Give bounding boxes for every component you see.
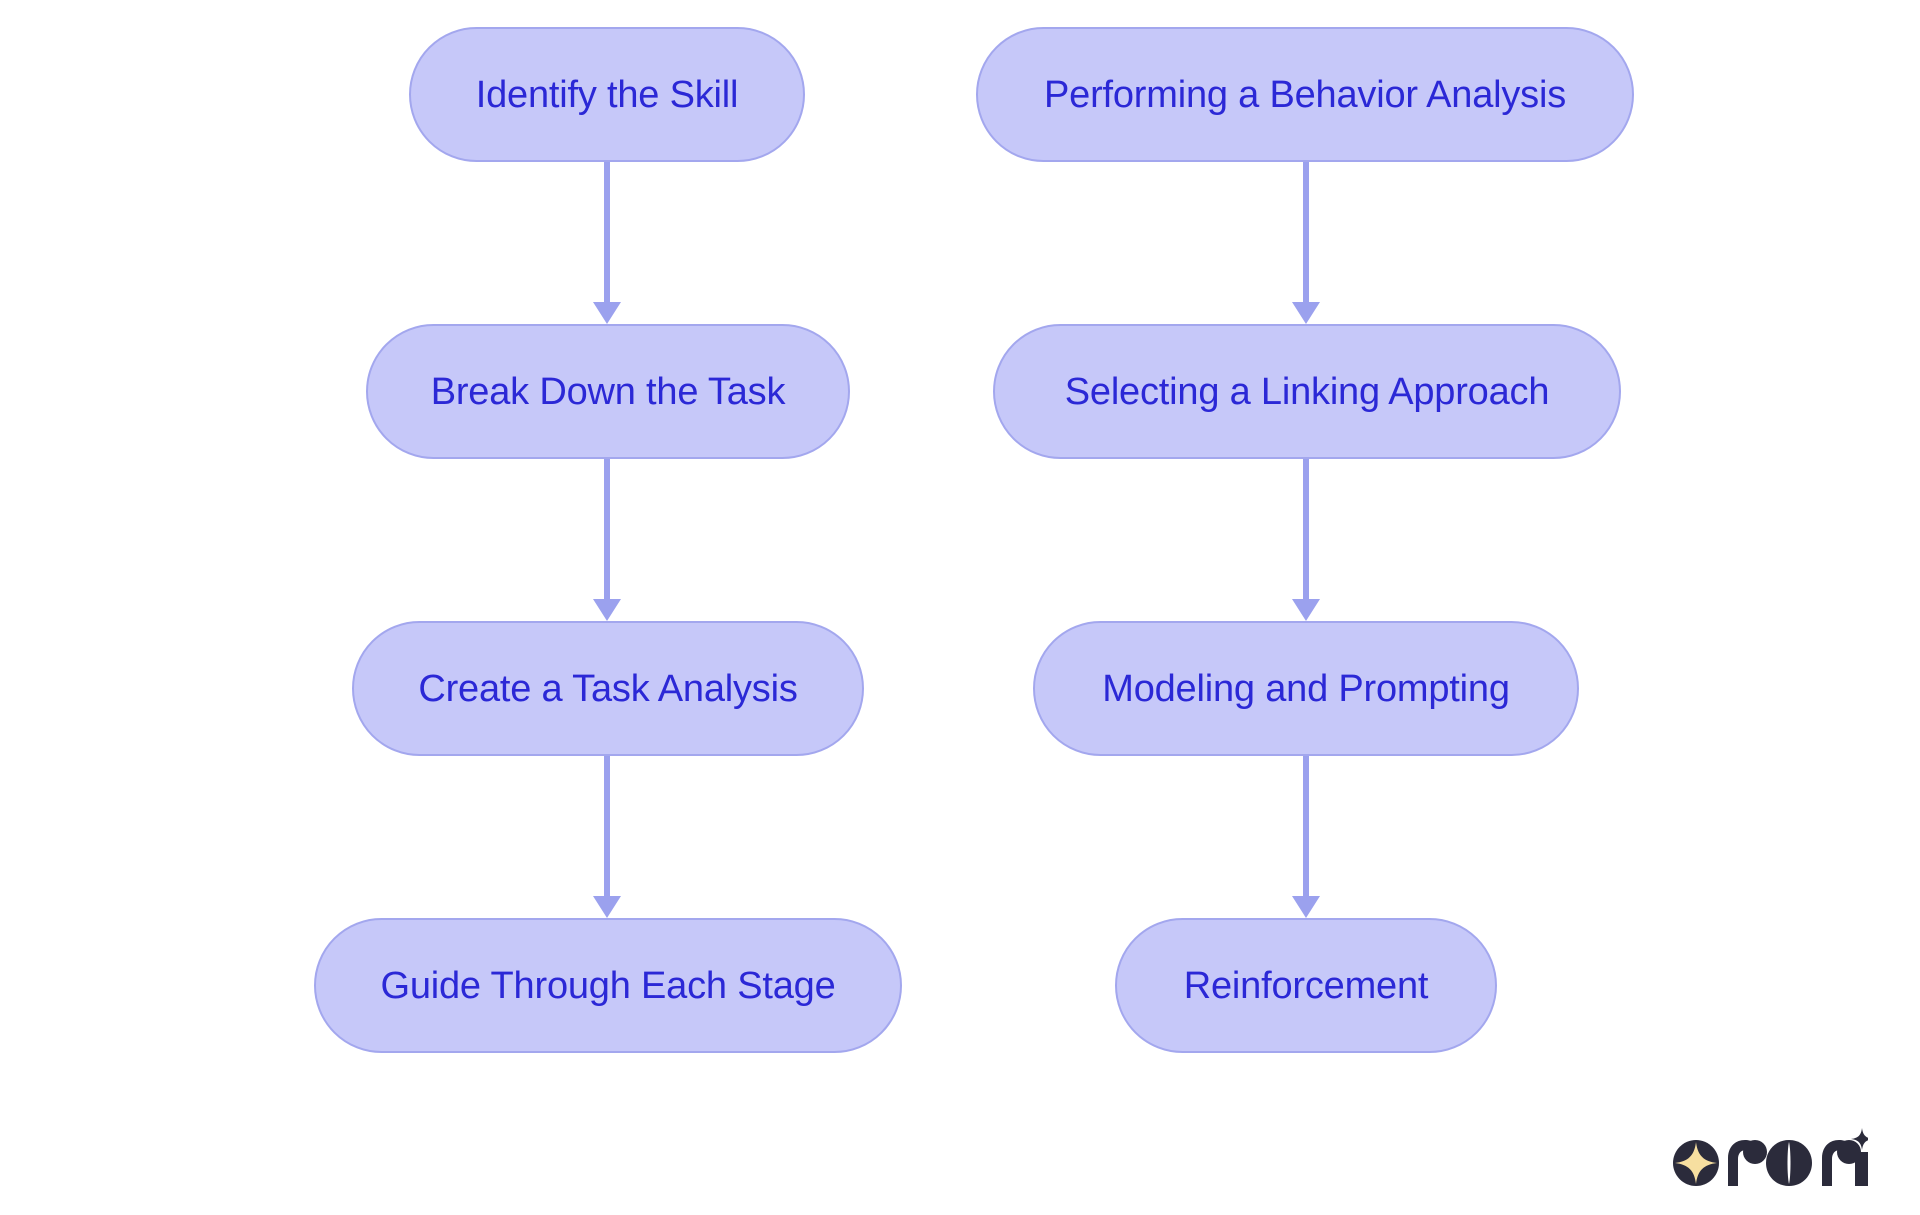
arrow-stem	[604, 459, 610, 599]
logo-letter-r2	[1822, 1140, 1851, 1186]
logo-letter-r1-dot	[1743, 1140, 1767, 1164]
arrow-head-icon	[593, 896, 621, 918]
flow-node-break-down-the-task[interactable]: Break Down the Task	[366, 324, 850, 459]
arrow-stem	[1303, 162, 1309, 302]
flow-node-identify-the-skill[interactable]: Identify the Skill	[409, 27, 805, 162]
logo-star-icon	[1675, 1142, 1717, 1184]
arrow-stem	[1303, 756, 1309, 896]
flow-node-performing-a-behavior-analysis[interactable]: Performing a Behavior Analysis	[976, 27, 1634, 162]
arrow-head-icon	[1292, 302, 1320, 324]
flow-node-label: Performing a Behavior Analysis	[1043, 73, 1567, 116]
logo-letter-r1	[1728, 1140, 1757, 1186]
flow-node-selecting-a-linking-approach[interactable]: Selecting a Linking Approach	[993, 324, 1621, 459]
flow-arrow-modeling-to-reinforcement	[1292, 756, 1320, 918]
flow-column-chaining: Performing a Behavior Analysis Selecting…	[960, 0, 1920, 1100]
flow-node-label: Create a Task Analysis	[418, 667, 798, 710]
arrow-stem	[604, 162, 610, 302]
flow-column-task-analysis: Identify the Skill Break Down the Task C…	[0, 0, 960, 1100]
flow-node-label: Selecting a Linking Approach	[1064, 370, 1550, 413]
rori-logo	[1673, 1128, 1868, 1186]
flow-node-label: Break Down the Task	[430, 370, 786, 413]
flow-node-modeling-and-prompting[interactable]: Modeling and Prompting	[1033, 621, 1579, 756]
arrow-head-icon	[593, 302, 621, 324]
logo-letter-o-slit	[1787, 1142, 1791, 1184]
flow-node-guide-through-each-stage[interactable]: Guide Through Each Stage	[314, 918, 902, 1053]
arrow-stem	[604, 756, 610, 896]
flow-node-reinforcement[interactable]: Reinforcement	[1115, 918, 1497, 1053]
arrow-head-icon	[1292, 599, 1320, 621]
flow-node-create-a-task-analysis[interactable]: Create a Task Analysis	[352, 621, 864, 756]
flow-arrow-taskanalysis-to-guide	[593, 756, 621, 918]
flow-arrow-linking-to-modeling	[1292, 459, 1320, 621]
flow-node-label: Identify the Skill	[475, 73, 739, 116]
logo-letter-i-star-icon	[1851, 1128, 1868, 1150]
logo-letter-i	[1855, 1152, 1868, 1186]
flow-arrow-identify-to-breakdown	[593, 162, 621, 324]
flow-node-label: Modeling and Prompting	[1102, 667, 1510, 710]
flow-arrow-breakdown-to-taskanalysis	[593, 459, 621, 621]
arrow-stem	[1303, 459, 1309, 599]
flow-node-label: Reinforcement	[1183, 964, 1429, 1007]
flow-arrow-behavioranalysis-to-linking	[1292, 162, 1320, 324]
arrow-head-icon	[1292, 896, 1320, 918]
flow-node-label: Guide Through Each Stage	[380, 964, 836, 1007]
arrow-head-icon	[593, 599, 621, 621]
